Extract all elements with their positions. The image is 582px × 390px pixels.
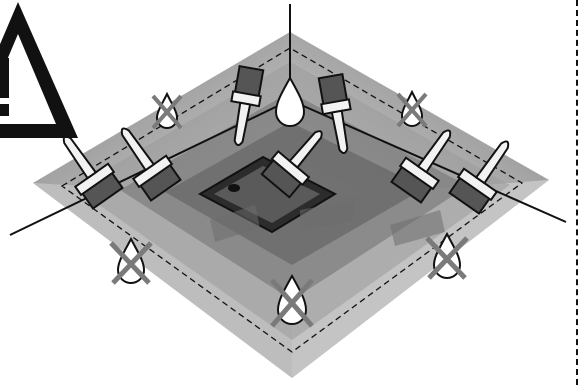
page-edge-dashes — [576, 0, 582, 385]
warning-triangle-icon — [0, 2, 78, 138]
